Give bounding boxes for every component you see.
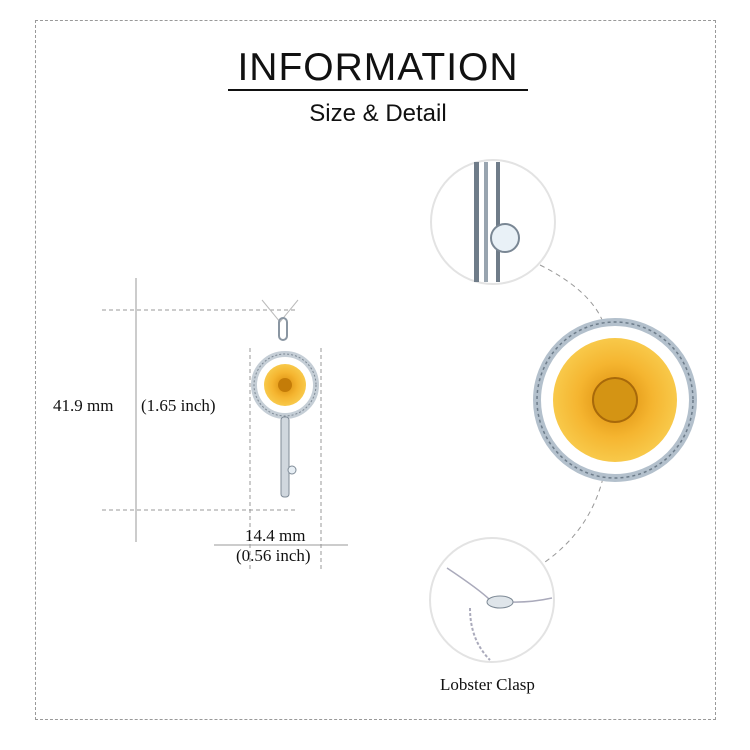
height-mm-label: 41.9 mm [53,396,114,415]
measurement-guides [102,278,348,570]
width-inch-label: (0.56 inch) [236,546,311,565]
page-title: INFORMATION [237,46,519,89]
key-pendant [251,299,319,498]
detail-lobster-clasp [429,537,555,663]
detail-stone-setting [430,159,556,285]
clasp-label: Lobster Clasp [440,675,535,694]
width-mm-label: 14.4 mm [245,526,306,545]
detail-sunflower [533,318,697,482]
dashed-frame [35,20,716,720]
height-inch-label: (1.65 inch) [141,396,216,415]
page-subtitle: Size & Detail [309,100,447,127]
title-underline [228,89,528,91]
